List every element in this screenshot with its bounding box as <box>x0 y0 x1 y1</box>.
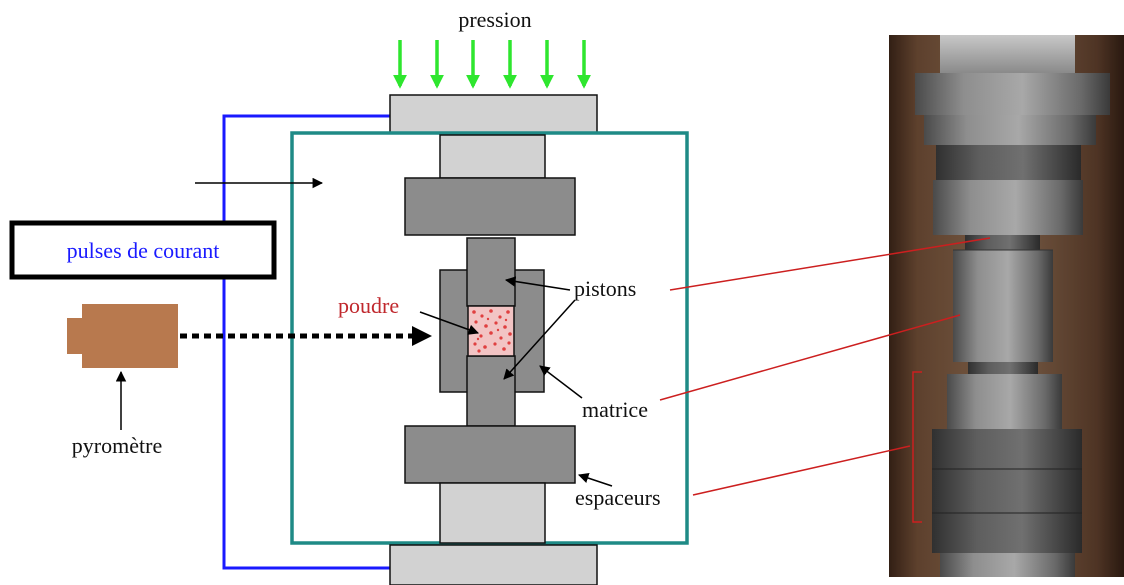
die-label: matrice <box>582 397 648 422</box>
spacers-pointer-arrow <box>578 473 613 487</box>
pistons-label: pistons <box>574 276 636 301</box>
spacers-label: espaceurs <box>575 485 661 510</box>
pyrometer-label: pyromètre <box>72 433 162 458</box>
powder-pointer-arrow <box>419 311 479 335</box>
current-pulses-box <box>9 220 277 280</box>
pyrometer-beam-arrowhead <box>412 326 432 346</box>
upper-piston <box>466 237 516 307</box>
powder-dots <box>470 309 512 353</box>
upper-column <box>439 134 546 179</box>
sps-machine-photo <box>889 35 1124 577</box>
die-pointer-arrow <box>539 365 583 399</box>
spacers-photo-bracket <box>912 371 922 523</box>
pyrometer-icon <box>67 304 178 368</box>
pressure-label: pression <box>458 7 531 32</box>
lower-spacer <box>404 425 576 484</box>
current-circuit-wire <box>222 114 390 570</box>
pistons-photo-leader <box>669 237 991 291</box>
spacers-photo-leader <box>692 445 911 496</box>
upper-spacer <box>404 177 576 236</box>
pistons-pointer-arrow-lower <box>503 299 576 380</box>
pistons-pointer-arrow-upper <box>504 276 571 291</box>
pressure-arrows <box>393 40 591 89</box>
top-electrode-plate <box>389 94 598 134</box>
die-photo-leader <box>659 314 961 401</box>
lower-piston <box>466 355 516 427</box>
powder-label: poudre <box>338 293 399 318</box>
bottom-electrode-plate <box>389 544 598 585</box>
current-pulses-label: pulses de courant <box>67 238 220 263</box>
lower-column <box>439 482 546 544</box>
photo-leader-lines <box>659 237 991 523</box>
